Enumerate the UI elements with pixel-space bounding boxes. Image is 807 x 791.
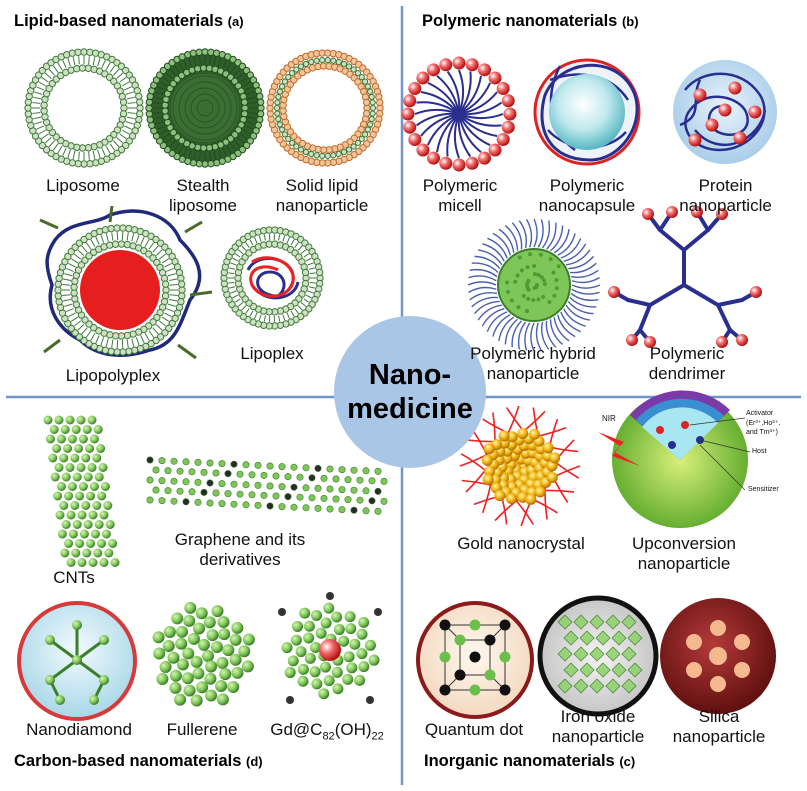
polymeric-hybrid-nanoparticle-image: [467, 218, 601, 352]
label-nir: NIR: [602, 414, 616, 423]
polymeric-nanocapsule-image: [533, 58, 641, 166]
heading-inorganic: Inorganic nanomaterials (c): [424, 752, 636, 770]
label-host: Host: [752, 448, 767, 455]
protein-nanoparticle-image: [673, 60, 777, 164]
inorganic-illustrations: [416, 390, 776, 719]
heading-polymeric: Polymeric nanomaterials (b): [422, 12, 639, 30]
gold-nanocrystal-image: [459, 405, 581, 527]
carbon-illustrations: [17, 415, 388, 721]
gd-fullerene-image: [278, 592, 382, 704]
label-gold-nanocrystal: Gold nanocrystal: [457, 534, 585, 553]
label-sensitizer: Sensitizer: [748, 486, 779, 493]
label-liposome: Liposome: [46, 176, 120, 195]
polymeric-micelle-image: [401, 56, 517, 172]
silica-nanoparticle-image: [660, 598, 776, 714]
label-fullerene: Fullerene: [166, 720, 238, 739]
label-quantum-dot: Quantum dot: [424, 720, 524, 739]
heading-carbon: Carbon-based nanomaterials (d): [14, 752, 263, 770]
label-lipopolyplex: Lipopolyplex: [65, 366, 161, 385]
polymeric-dendrimer-image: [612, 210, 758, 344]
polymeric-illustrations: [401, 56, 777, 352]
fullerene-image: [152, 601, 255, 707]
label-cnts: CNTs: [53, 568, 95, 587]
lipid-illustrations: [24, 48, 384, 360]
center-circle: [334, 316, 486, 468]
label-activator-ions: (Er³⁺,Ho³⁺,: [746, 420, 781, 427]
graphene-image: [146, 456, 388, 515]
heading-lipid: Lipid-based nanomaterials (a): [14, 12, 244, 30]
label-nanodiamond: Nanodiamond: [26, 720, 132, 739]
upconversion-nanoparticle-image: [598, 390, 751, 528]
label-lipoplex: Lipoplex: [240, 344, 304, 363]
iron-oxide-nanoparticle-image: [537, 595, 659, 717]
label-gd-fullerene: Gd@C82(OH)22: [270, 720, 384, 743]
cnt-image: [43, 415, 120, 567]
quantum-dot-image: [416, 601, 534, 719]
label-activator-ions-2: and Tm³⁺): [746, 429, 778, 436]
center-label: Nano-medicine: [347, 359, 473, 425]
label-activator: Activator: [746, 410, 774, 417]
nanodiamond-image: [17, 601, 137, 721]
